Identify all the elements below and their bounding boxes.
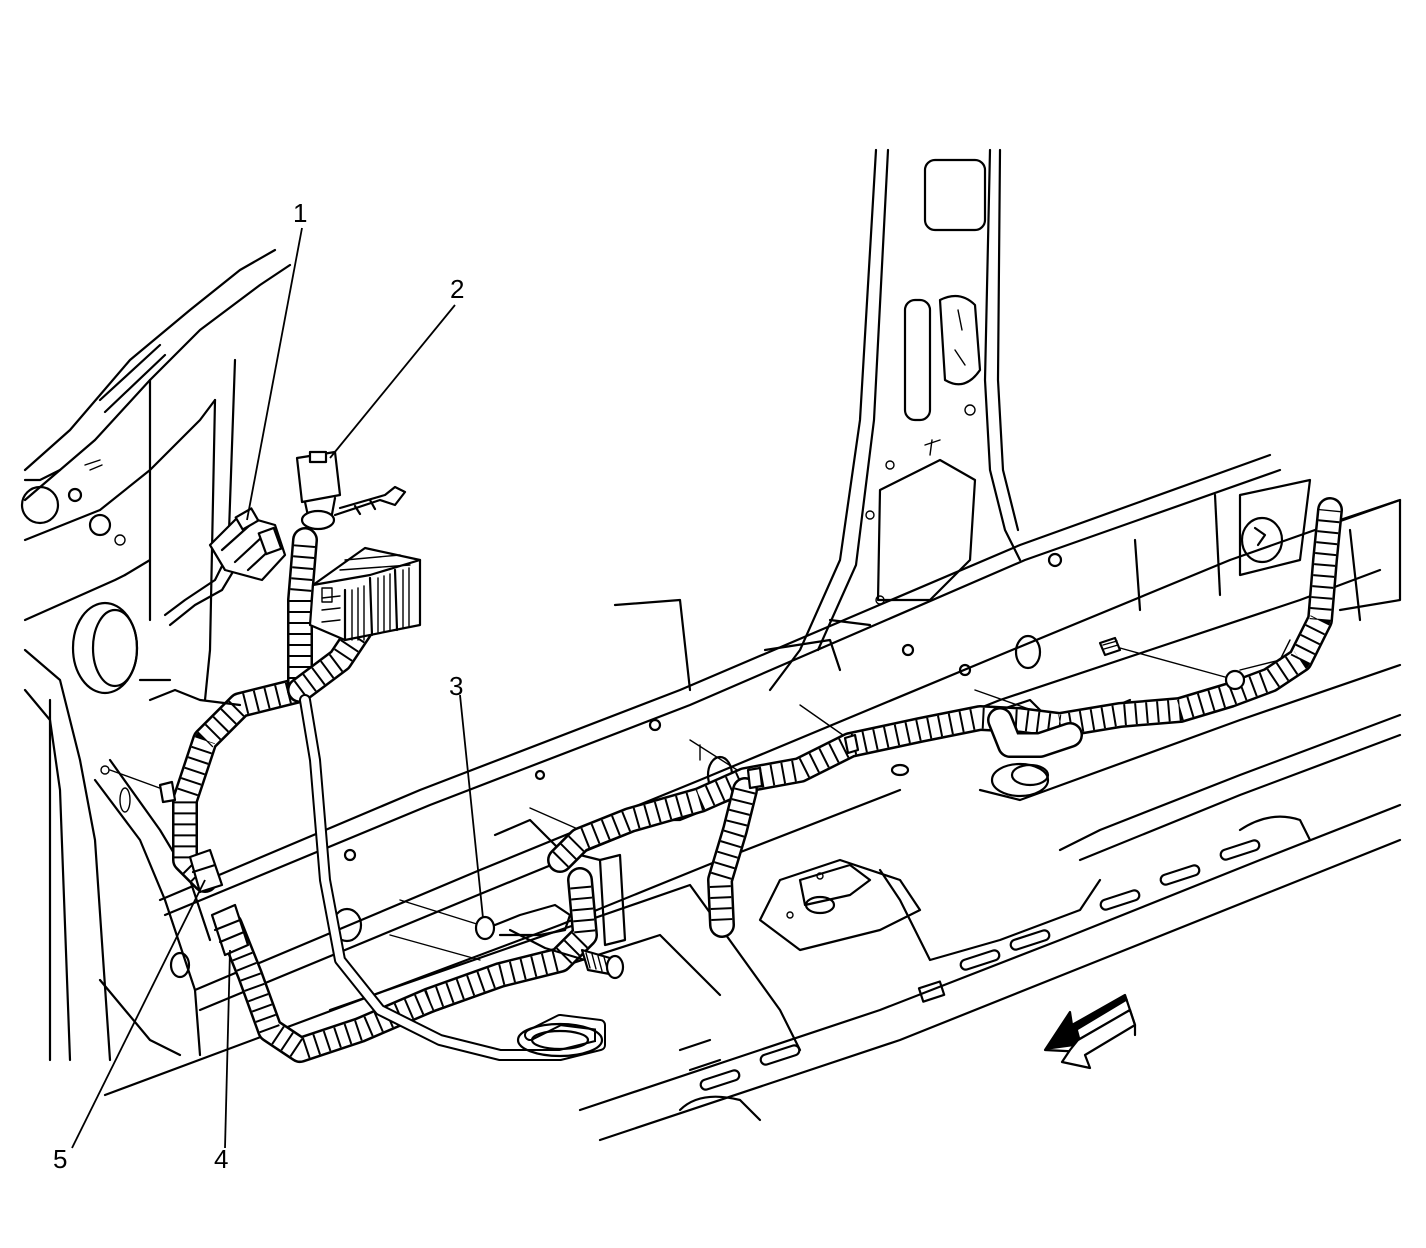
right-connectors bbox=[158, 636, 1291, 804]
leader-1 bbox=[246, 227, 303, 521]
connector-5 bbox=[188, 848, 224, 894]
wiring-harness bbox=[138, 497, 1343, 1063]
callout-1: 1 bbox=[293, 198, 307, 228]
leader-2 bbox=[329, 304, 456, 459]
leader-5 bbox=[71, 879, 206, 1149]
fuse-block bbox=[308, 546, 422, 642]
callout-leaders bbox=[71, 227, 484, 1149]
b-pillar bbox=[768, 148, 1022, 692]
leader-4 bbox=[224, 949, 231, 1149]
leader-3 bbox=[459, 694, 484, 919]
left-body-structure bbox=[20, 248, 292, 1062]
connector-4 bbox=[210, 903, 250, 957]
callout-4: 4 bbox=[214, 1144, 228, 1174]
ground-terminal-3 bbox=[474, 903, 625, 980]
callout-3: 3 bbox=[449, 671, 463, 701]
connector-2 bbox=[295, 450, 407, 531]
callout-2: 2 bbox=[450, 274, 464, 304]
connector-1 bbox=[208, 507, 287, 582]
callout-5: 5 bbox=[53, 1144, 67, 1174]
callout-labels: 1 2 3 4 5 bbox=[53, 198, 464, 1174]
forward-arrow-icon bbox=[1043, 993, 1137, 1070]
